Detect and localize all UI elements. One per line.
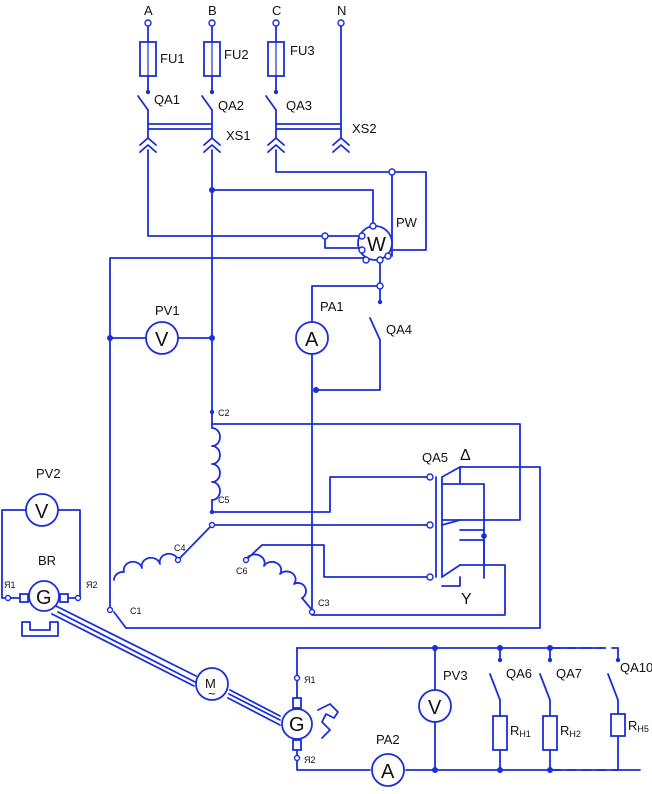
- ammeter-pa1-symbol: A: [305, 329, 319, 351]
- load-rn1-label: RН1: [510, 723, 531, 739]
- pv1-wiring: [107, 187, 215, 415]
- switch-qa5-label: QA5: [422, 450, 448, 465]
- connector-xs1-label: XS1: [226, 128, 251, 143]
- switch-qa10-label: QA10: [620, 660, 652, 675]
- voltmeter-pv1-circle: [145, 321, 179, 355]
- connector-xs2-label: XS2: [352, 121, 377, 136]
- generator-g-wiring: [292, 647, 641, 771]
- generator-g-symbol: G: [289, 714, 305, 736]
- terminal-c-label: C: [272, 3, 281, 18]
- connector-chevrons: [139, 137, 350, 153]
- switch-qa6-label: QA6: [506, 666, 532, 681]
- voltmeter-pv1-symbol: V: [155, 329, 169, 351]
- fuse-fu2-label: FU2: [224, 47, 249, 62]
- winding-c5-label: C5: [218, 495, 230, 505]
- generator-g-circle: [281, 708, 313, 740]
- motor-m-tilde: ~: [208, 686, 216, 701]
- ammeter-pa2-circle: [371, 753, 405, 787]
- switch-qa2-label: QA2: [218, 98, 244, 113]
- voltmeter-pv3-symbol: V: [428, 697, 442, 719]
- qa5-delta-label: Δ: [460, 447, 471, 464]
- br-brush-r1-label: Я1: [4, 580, 16, 590]
- voltmeter-pv2-symbol: V: [35, 501, 49, 523]
- labels: A B C N FU1 FU2 FU3 QA1 QA2 QA3 XS1 XS2 …: [4, 3, 652, 783]
- switch-qa3-label: QA3: [286, 98, 312, 113]
- shaft-br-m: [51, 605, 281, 726]
- voltmeter-pv2-label: PV2: [36, 466, 61, 481]
- voltmeter-pv3-circle: [418, 689, 452, 723]
- ammeter-pa2-symbol: A: [381, 761, 395, 783]
- winding-c1-label: C1: [130, 606, 142, 616]
- switch-qa4-label: QA4: [386, 322, 412, 337]
- winding-c6-c3: [106, 544, 431, 616]
- switch-qa4: [315, 299, 383, 391]
- fuse-fu3-label: FU3: [290, 43, 315, 58]
- fuses: [139, 41, 285, 77]
- load-bus: [296, 645, 626, 773]
- fuse-fu1-label: FU1: [160, 51, 185, 66]
- g-brush-r2-label: Я2: [304, 755, 316, 765]
- generator-br-circle: [28, 580, 60, 612]
- terminal-circles: [144, 19, 345, 27]
- wattmeter-pw-label: PW: [396, 215, 418, 230]
- pa1-wiring: [311, 353, 319, 611]
- wattmeter-wiring: [109, 149, 427, 611]
- load-rn5-label: RН5: [628, 718, 649, 734]
- switch-qa1-label: QA1: [154, 92, 180, 107]
- winding-c4-label: C4: [174, 543, 186, 553]
- terminal-n-label: N: [337, 3, 346, 18]
- switch-qa7-label: QA7: [556, 666, 582, 681]
- motor-m-symbol: M: [205, 676, 216, 691]
- wattmeter-symbol: W: [367, 234, 386, 256]
- pv2-br-wiring: [1, 509, 82, 637]
- load-rn2-label: RН2: [560, 723, 581, 739]
- generator-br-label: BR: [38, 553, 56, 568]
- voltmeter-pv2-circle: [25, 493, 59, 527]
- motor-m-circle: [195, 667, 229, 701]
- terminal-b-label: B: [208, 3, 217, 18]
- ammeter-pa1-label: PA1: [320, 299, 344, 314]
- br-brush-r2-label: Я2: [86, 580, 98, 590]
- winding-c2-c5: [209, 411, 521, 521]
- winding-c3-label: C3: [318, 598, 330, 608]
- winding-c4-c1: [113, 466, 541, 629]
- wattmeter-nodes: [321, 168, 396, 290]
- winding-c6-label: C6: [236, 566, 248, 576]
- voltmeter-pv3-label: PV3: [443, 668, 468, 683]
- g-brush-r1-label: Я1: [304, 675, 316, 685]
- terminal-a-label: A: [144, 3, 153, 18]
- breaker-switches: [137, 89, 342, 130]
- qa5-star-label: Y: [461, 591, 472, 608]
- voltmeter-pv1-label: PV1: [155, 303, 180, 318]
- ammeter-pa2-label: PA2: [376, 732, 400, 747]
- winding-c2-label: C2: [218, 408, 230, 418]
- switch-qa5: [311, 466, 506, 616]
- generator-br-symbol: G: [36, 587, 52, 609]
